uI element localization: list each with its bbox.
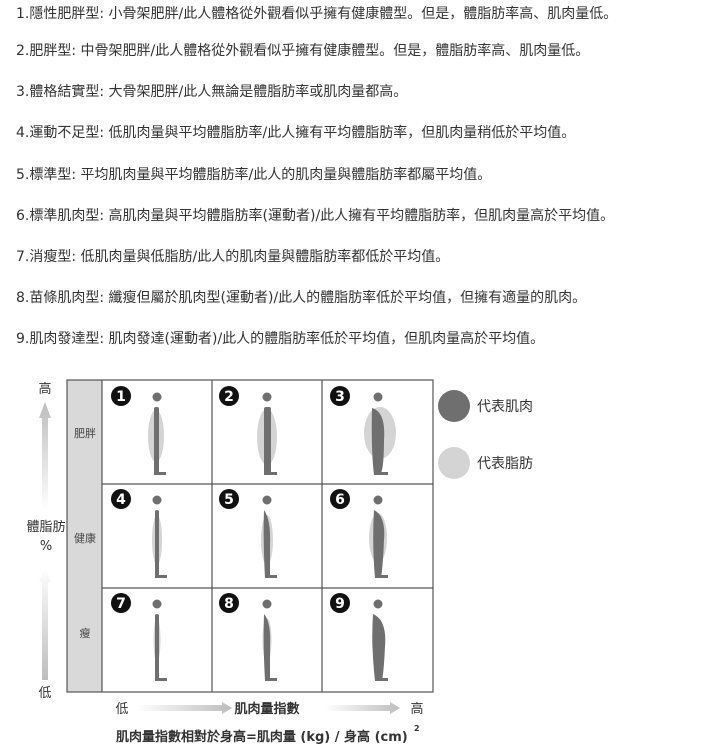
x-axis-low-label: 低 (115, 702, 128, 717)
cell-number: 3 (335, 389, 345, 405)
cell-7: 7 (111, 593, 167, 681)
cell-9: 9 (330, 593, 388, 681)
x-axis-right-arrow (325, 702, 400, 714)
cell-number-badge (330, 386, 350, 406)
body-silhouette-icon (261, 495, 277, 578)
cell-number: 1 (116, 389, 126, 405)
formula-superscript: 2 (414, 724, 420, 733)
cell-number: 4 (116, 492, 126, 508)
cell-number-badge (219, 386, 239, 406)
y-axis-label-line2: % (40, 539, 52, 554)
body-type-item-7: 7.消瘦型: 低肌肉量與低脂肪/此人的肌肉量與體脂肪率都低於平均值。 (16, 249, 450, 265)
legend-fat-swatch (438, 447, 470, 479)
cell-number: 6 (335, 492, 345, 508)
cell-number: 7 (116, 596, 126, 612)
cell-5: 5 (219, 489, 277, 578)
body-type-item-8: 8.苗條肌肉型: 纖瘦但屬於肌肉型(運動者)/此人的體脂肪率低於平均值，但擁有適… (16, 290, 587, 306)
y-axis-high-label: 高 (38, 381, 51, 397)
body-silhouette-icon (148, 392, 166, 475)
body-type-item-2: 2.肥胖型: 中骨架肥胖/此人體格從外觀看似乎擁有健康體型。但是，體脂肪率高、肌… (16, 43, 590, 59)
grid (66, 379, 434, 693)
body-type-item-5: 5.標準型: 平均肌肉量與平均體脂肪率/此人的肌肉量與體脂肪率都屬平均值。 (16, 167, 492, 183)
y-axis-lower-arrow (39, 566, 51, 680)
y-axis-upper-arrow (39, 402, 51, 510)
cell-number-badge (219, 593, 239, 613)
cell-6: 6 (330, 489, 388, 578)
row-label-column (67, 380, 102, 692)
cell-number-badge (111, 593, 131, 613)
body-silhouette-icon (152, 599, 167, 681)
cell-8: 8 (219, 593, 277, 681)
cell-number: 8 (224, 596, 234, 612)
body-type-item-1: 1.隱性肥胖型: 小骨架肥胖/此人體格從外觀看似乎擁有健康體型。但是，體脂肪率高… (16, 6, 618, 22)
x-axis-title: 肌肉量指數 (234, 701, 299, 717)
y-axis-low-label: 低 (38, 686, 51, 701)
formula: 肌肉量指數相對於身高=肌肉量 (kg) / 身高 (cm) (116, 729, 408, 745)
legend-muscle-swatch (438, 390, 470, 422)
body-silhouette-icon (152, 495, 167, 578)
cell-number-badge (111, 386, 131, 406)
body-type-item-6: 6.標準肌肉型: 高肌肉量與平均體脂肪率(運動者)/此人擁有平均體脂肪率，但肌肉… (16, 208, 615, 224)
body-type-item-9: 9.肌肉發達型: 肌肉發達(運動者)/此人的體脂肪率低於平均值，但肌肉量高於平均… (16, 331, 545, 347)
body-type-item-4: 4.運動不足型: 低肌肉量與平均體脂肪率/此人擁有平均體脂肪率，但肌肉量稍低於平… (16, 125, 576, 141)
y-axis-label-line1: 體脂肪 (26, 519, 65, 535)
cell-number-badge (111, 489, 131, 509)
body-silhouette-icon (372, 599, 388, 681)
body-type-item-3: 3.體格結實型: 大骨架肥胖/此人無論是體脂肪率或肌肉量都高。 (16, 84, 408, 100)
body-silhouette-icon (257, 392, 277, 475)
row-label-healthy: 健康 (74, 531, 96, 545)
row-label-thin: 瘦 (80, 626, 91, 640)
body-silhouette-icon (262, 599, 277, 681)
cell-3: 3 (330, 386, 396, 475)
legend: 代表肌肉 代表脂肪 (438, 390, 533, 479)
body-silhouette-icon (364, 392, 396, 475)
x-axis-left-arrow (137, 702, 232, 714)
body-silhouette-icon (369, 495, 388, 578)
cell-4: 4 (111, 489, 167, 578)
cell-number: 9 (335, 596, 345, 612)
cell-1: 1 (111, 386, 166, 475)
cell-number-badge (219, 489, 239, 509)
row-label-obese: 肥胖 (74, 427, 96, 440)
x-axis-high-label: 高 (410, 701, 423, 717)
cell-number: 5 (224, 492, 234, 508)
legend-muscle-label: 代表肌肉 (477, 399, 533, 415)
cell-2: 2 (219, 386, 277, 475)
cell-number-badge (330, 593, 350, 613)
legend-fat-label: 代表脂肪 (477, 456, 533, 472)
cell-number-badge (330, 489, 350, 509)
cell-number: 2 (224, 389, 234, 405)
